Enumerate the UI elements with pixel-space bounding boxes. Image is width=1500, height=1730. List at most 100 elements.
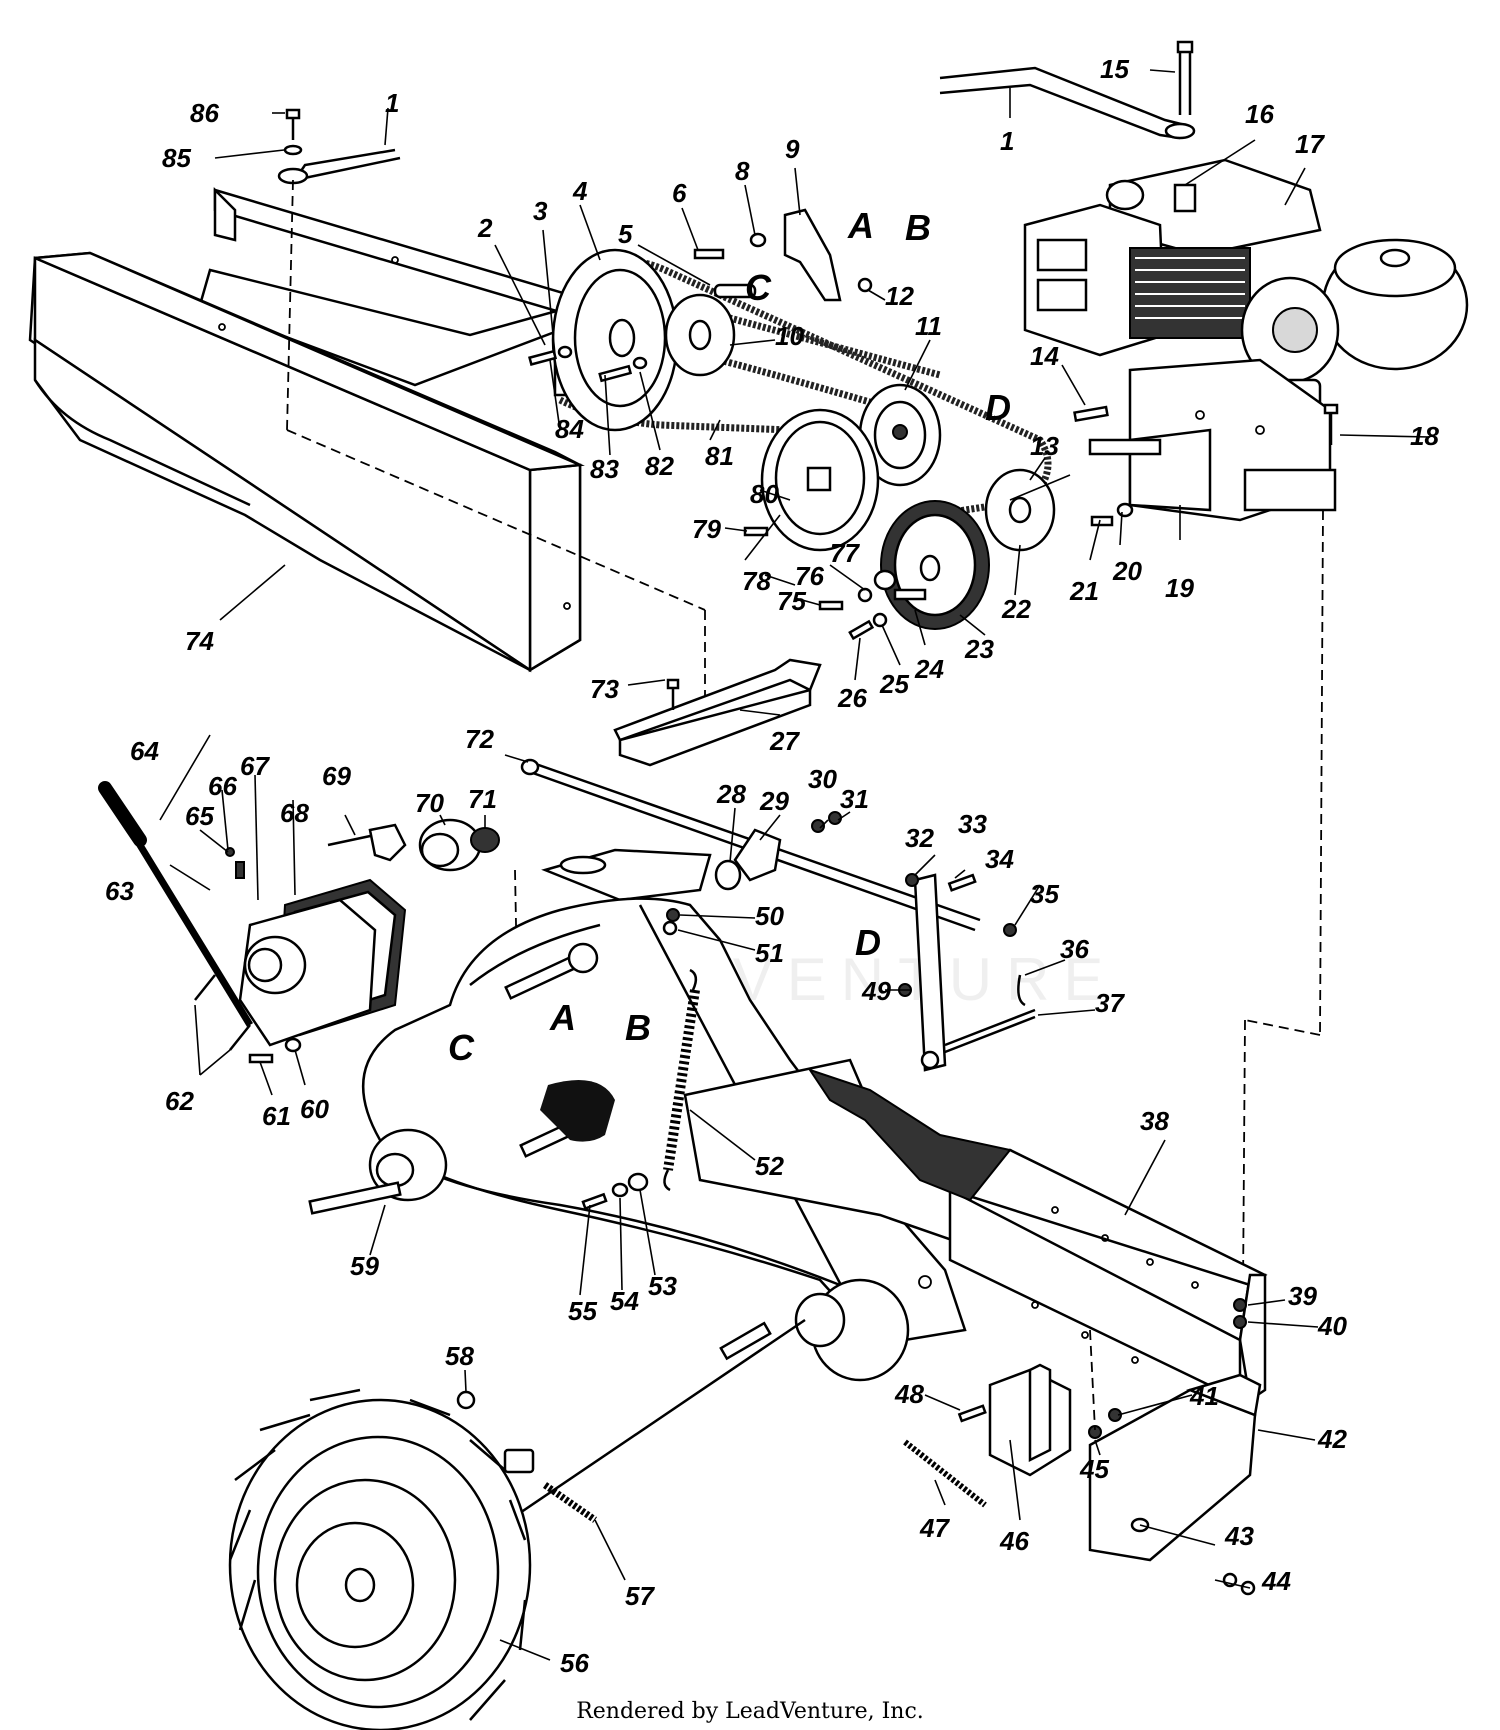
part-label-83: 83 xyxy=(590,454,619,484)
part-label-2: 2 xyxy=(477,213,493,243)
part-label-54: 54 xyxy=(610,1286,639,1316)
part-label-58: 58 xyxy=(445,1341,474,1371)
part-label-74: 74 xyxy=(185,626,214,656)
part-label-21: 21 xyxy=(1069,576,1099,606)
part-label-76: 76 xyxy=(795,561,824,591)
part-label-37: 37 xyxy=(1095,988,1125,1018)
part-label-71: 71 xyxy=(468,784,497,814)
part-label-42: 42 xyxy=(1317,1424,1347,1454)
part-label-61: 61 xyxy=(262,1101,291,1131)
part-label-6: 6 xyxy=(672,178,687,208)
part-label-33: 33 xyxy=(958,809,987,839)
part-label-41: 41 xyxy=(1189,1381,1219,1411)
part-label-4: 4 xyxy=(572,176,588,206)
part-label-47: 47 xyxy=(919,1513,950,1543)
part-label-27: 27 xyxy=(769,726,800,756)
part-label-16: 16 xyxy=(1245,99,1274,129)
part-label-85: 85 xyxy=(162,143,191,173)
part-label-3: 3 xyxy=(533,196,548,226)
part-label-51: 51 xyxy=(755,938,784,968)
part-label-34: 34 xyxy=(985,844,1014,874)
part-label-9: 9 xyxy=(785,134,800,164)
part-label-49: 49 xyxy=(861,976,891,1006)
part-label-65: 65 xyxy=(185,801,214,831)
part-label-66: 66 xyxy=(208,771,237,801)
handle-bar-drawing xyxy=(939,40,1196,140)
connector-b-top: B xyxy=(905,207,931,248)
part-label-78: 78 xyxy=(742,566,771,596)
leader-lines xyxy=(159,69,1431,1661)
part-label-72: 72 xyxy=(465,724,494,754)
part-label-63: 63 xyxy=(105,876,134,906)
part-number-labels: 86 85 1 1 15 16 17 2 3 4 5 6 8 9 12 10 1… xyxy=(105,54,1439,1678)
part-label-79: 79 xyxy=(692,514,721,544)
connector-a-bottom: A xyxy=(549,997,576,1038)
part-label-52: 52 xyxy=(755,1151,784,1181)
part-label-1a: 1 xyxy=(385,88,399,118)
bracket-drawing xyxy=(613,658,822,767)
part-label-30: 30 xyxy=(808,764,837,794)
part-label-13: 13 xyxy=(1030,431,1059,461)
connector-d-bottom: D xyxy=(855,922,881,963)
part-label-31: 31 xyxy=(840,784,869,814)
part-label-12: 12 xyxy=(885,281,914,311)
part-label-69: 69 xyxy=(322,761,351,791)
wheel-drawing xyxy=(228,1388,598,1730)
part-label-62: 62 xyxy=(165,1086,194,1116)
part-label-38: 38 xyxy=(1140,1106,1169,1136)
part-label-56: 56 xyxy=(560,1648,589,1678)
part-label-26: 26 xyxy=(837,683,867,713)
part-label-46: 46 xyxy=(999,1526,1029,1556)
part-label-84: 84 xyxy=(555,414,584,444)
part-label-14: 14 xyxy=(1030,341,1059,371)
part-label-50: 50 xyxy=(755,901,784,931)
part-label-82: 82 xyxy=(645,451,674,481)
part-label-35: 35 xyxy=(1030,879,1059,909)
connector-c-top: C xyxy=(745,267,772,308)
part-label-40: 40 xyxy=(1317,1311,1347,1341)
part-label-67: 67 xyxy=(240,751,270,781)
part-label-39: 39 xyxy=(1288,1281,1317,1311)
connector-d-top: D xyxy=(985,387,1011,428)
part-label-28: 28 xyxy=(716,779,746,809)
part-label-17: 17 xyxy=(1295,129,1325,159)
part-label-11: 11 xyxy=(915,311,942,341)
part-label-60: 60 xyxy=(300,1094,329,1124)
part-label-75: 75 xyxy=(777,586,806,616)
part-label-64: 64 xyxy=(130,736,159,766)
part-label-81: 81 xyxy=(705,441,734,471)
part-label-23: 23 xyxy=(964,634,994,664)
engine-drawing xyxy=(1023,158,1469,1291)
part-label-73: 73 xyxy=(590,674,619,704)
part-label-44: 44 xyxy=(1261,1566,1291,1596)
gearbox-drawing xyxy=(98,781,521,1141)
part-label-22: 22 xyxy=(1001,594,1031,624)
transmission-case-drawing xyxy=(308,848,1268,1542)
part-label-86: 86 xyxy=(190,98,219,128)
part-label-57: 57 xyxy=(625,1581,655,1611)
part-label-8: 8 xyxy=(735,156,750,186)
part-label-29: 29 xyxy=(759,786,789,816)
part-label-43: 43 xyxy=(1224,1521,1254,1551)
part-label-18: 18 xyxy=(1410,421,1439,451)
part-label-25: 25 xyxy=(879,669,909,699)
part-label-36: 36 xyxy=(1060,934,1089,964)
part-label-70: 70 xyxy=(415,788,444,818)
part-label-24: 24 xyxy=(914,654,944,684)
part-label-48: 48 xyxy=(894,1379,924,1409)
part-label-15: 15 xyxy=(1100,54,1129,84)
linkage-rod-drawing xyxy=(520,758,1036,1072)
connector-letters: A B C D D A B C xyxy=(448,205,1011,1068)
part-label-77: 77 xyxy=(830,538,860,568)
connector-a-top: A xyxy=(847,205,874,246)
part-label-68: 68 xyxy=(280,798,309,828)
part-label-5: 5 xyxy=(618,219,633,249)
part-label-53: 53 xyxy=(648,1271,677,1301)
part-label-80: 80 xyxy=(750,479,779,509)
part-label-20: 20 xyxy=(1112,556,1142,586)
connector-b-bottom: B xyxy=(625,1007,651,1048)
part-label-32: 32 xyxy=(905,823,934,853)
part-label-45: 45 xyxy=(1079,1454,1109,1484)
footer-credit: Rendered by LeadVenture, Inc. xyxy=(576,1699,924,1724)
